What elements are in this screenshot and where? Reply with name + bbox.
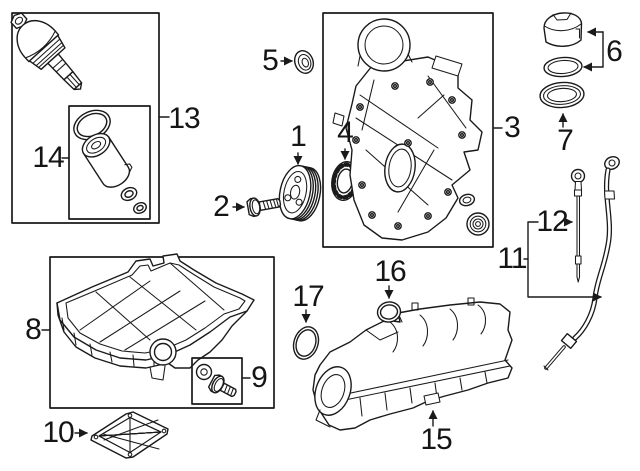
baffle-plate-drawing	[90, 411, 169, 459]
small-seal-drawing	[293, 50, 315, 74]
callout-9: 9	[251, 361, 268, 394]
callout-10: 10	[42, 416, 74, 449]
dipstick-drawing	[570, 168, 586, 283]
callout-3: 3	[504, 111, 521, 144]
pulley-bolt-drawing	[246, 197, 282, 218]
callout-14: 14	[32, 141, 64, 174]
box-timing-cover-group	[322, 12, 494, 248]
box-drain-plug-group	[191, 357, 243, 405]
oil-pan-drawing	[56, 253, 255, 381]
box-filter-housing-group	[11, 12, 160, 224]
box-filter-kit-group	[68, 105, 151, 220]
callout-6: 6	[606, 35, 623, 68]
callout-2: 2	[213, 190, 230, 223]
callout-11: 11	[497, 242, 527, 275]
callout-leaders	[41, 27, 604, 438]
oil-filler-cap-drawing	[543, 12, 583, 78]
o-ring-16-drawing	[376, 301, 402, 323]
callout-15: 15	[420, 423, 452, 456]
oil-filter-kit-drawing	[73, 109, 147, 214]
timing-cover-drawing	[332, 18, 490, 241]
cover-seal-ring	[458, 193, 476, 207]
crank-pulley-drawing	[278, 164, 322, 222]
dipstick-tube-drawing	[543, 156, 620, 371]
callout-13: 13	[168, 102, 200, 135]
box-oil-pan-group	[49, 256, 275, 409]
oil-filter-housing-cap-drawing	[10, 12, 83, 91]
callout-1: 1	[290, 120, 307, 153]
callout-16: 16	[374, 255, 406, 288]
filler-neck-ring-drawing	[539, 81, 585, 109]
callout-4: 4	[337, 116, 354, 149]
o-ring-17-drawing	[292, 326, 320, 360]
callout-7: 7	[557, 124, 574, 157]
callout-8: 8	[25, 313, 42, 346]
callout-5: 5	[262, 44, 279, 77]
intake-manifold-drawing	[312, 297, 513, 431]
callout-17: 17	[292, 280, 324, 313]
cover-plug	[466, 212, 490, 236]
callout-12: 12	[536, 205, 568, 238]
drain-plug-kit-drawing	[195, 363, 237, 398]
